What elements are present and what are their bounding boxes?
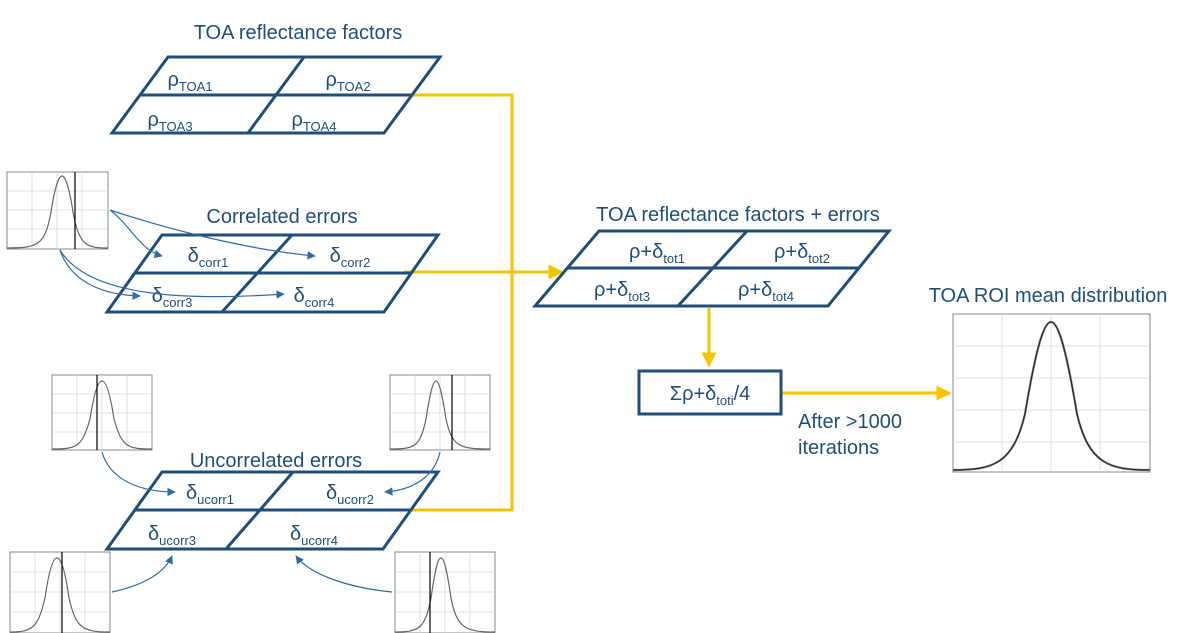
arrow-to-ucorr1 (101, 451, 176, 497)
toa-cell-3: ρTOA3 (147, 109, 192, 134)
combined-title: TOA reflectance factors + errors (596, 204, 880, 226)
sum-formula: Σρ+δtoti/4 (670, 383, 751, 408)
combined-grid (531, 229, 893, 308)
arrow-to-corr1 (109, 209, 163, 259)
ucorr-grid (104, 470, 441, 551)
link-toa-to-bus (404, 93, 514, 512)
ucorr-cell-2: δucorr2 (326, 482, 374, 507)
arrow-to-corr4 (59, 249, 285, 299)
ucorr-cell-1: δucorr1 (186, 482, 234, 507)
ucorr4-error-histogram (394, 551, 496, 633)
toa-title: TOA reflectance factors (194, 22, 403, 44)
distribution-title: TOA ROI mean distribution (929, 285, 1168, 307)
combined-cell-4: ρ+δtot4 (738, 279, 794, 304)
combined-cell-1: ρ+δtot1 (629, 241, 685, 266)
arrow-to-corr3 (59, 249, 141, 301)
correlated-arrows (59, 209, 316, 301)
toa-grid (109, 55, 443, 135)
ucorr3-error-histogram (9, 551, 111, 633)
corr-cell-4: δcorr4 (294, 285, 335, 310)
corr-cell-1: δcorr1 (188, 245, 229, 270)
sum-box (637, 369, 783, 416)
corr-cell-3: δcorr3 (152, 285, 193, 310)
uncorrelated-title: Uncorrelated errors (190, 450, 362, 472)
corr-grid (104, 233, 441, 314)
toa-cell-2: ρTOA2 (325, 69, 370, 94)
toa-cell-4: ρTOA4 (291, 109, 336, 134)
toa-cell-1: ρTOA1 (167, 69, 212, 94)
ucorr1-error-histogram (51, 374, 153, 451)
ucorr-cell-4: δucorr4 (290, 523, 338, 548)
combined-cell-3: ρ+δtot3 (594, 279, 650, 304)
arrow-to-ucorr3 (111, 555, 173, 593)
arrow-to-ucorr4 (295, 555, 393, 593)
arrow-to-corr2 (109, 209, 316, 260)
roi-mean-distribution-plot (952, 313, 1151, 473)
combined-cell-2: ρ+δtot2 (774, 241, 830, 266)
ucorr-cell-3: δucorr3 (148, 523, 196, 548)
yellow-connectors (404, 93, 952, 512)
correlated-title: Correlated errors (206, 206, 357, 228)
uncorrelated-arrows (101, 451, 441, 593)
correlated-error-histogram (6, 171, 109, 250)
arrow-to-ucorr2 (384, 451, 441, 496)
ucorr2-error-histogram (389, 374, 491, 451)
corr-cell-2: δcorr2 (330, 245, 371, 270)
